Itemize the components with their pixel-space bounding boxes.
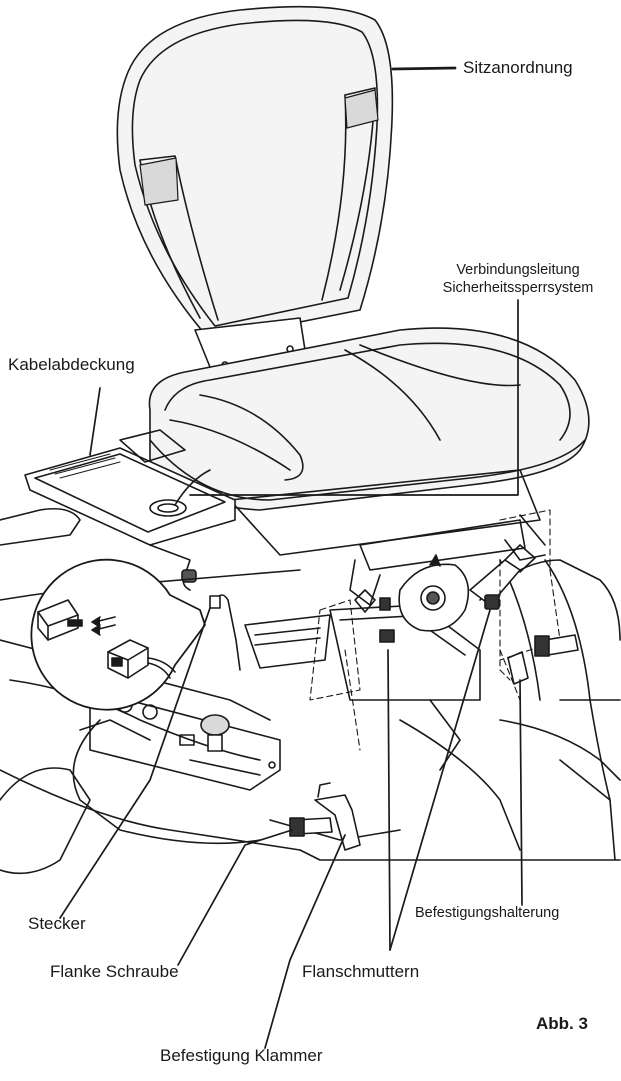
seat-assembly-label: Sitzanordnung: [463, 58, 573, 77]
mounting-bracket-label: Befestigungshalterung: [415, 905, 560, 921]
leader-lines: [59, 66, 523, 1049]
connector-detail-callout: [30, 558, 241, 711]
seat-backrest: [116, 5, 394, 373]
safety-lock-line-label-2: Sicherheitssperrsystem: [442, 280, 594, 296]
mounting-clamp-label: Befestigung Klammer: [160, 1046, 323, 1065]
mounting-hardware: [289, 629, 579, 851]
flange-nuts-label: Flanschmuttern: [302, 962, 420, 981]
figure-number: Abb. 3: [536, 1014, 588, 1033]
seat-adjuster: [354, 544, 536, 632]
safety-lock-line-label-1: Verbindungsleitung: [456, 262, 580, 278]
flange-screw-label: Flanke Schraube: [50, 962, 179, 981]
seat-cushion: [148, 327, 590, 606]
cable-cover-label: Kabelabdeckung: [8, 355, 135, 374]
cable-cover: [24, 429, 236, 591]
plug-label: Stecker: [28, 914, 86, 933]
